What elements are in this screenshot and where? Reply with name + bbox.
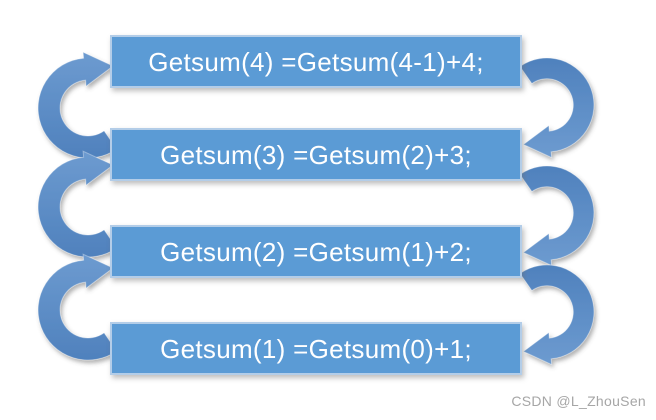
recursion-box-2-label: Getsum(3) =Getsum(2)+3;: [160, 139, 472, 170]
circular-arrow-left-icon: [37, 253, 118, 361]
recursion-box-3-label: Getsum(2) =Getsum(1)+2;: [160, 236, 472, 267]
circular-arrow-left-icon: [37, 51, 118, 159]
recursion-box-1-label: Getsum(4) =Getsum(4-1)+4;: [148, 46, 484, 77]
recursion-box-1: Getsum(4) =Getsum(4-1)+4;: [110, 35, 522, 88]
recursion-box-3: Getsum(2) =Getsum(1)+2;: [110, 225, 522, 278]
circular-arrow-left-icon: [37, 150, 118, 258]
circular-arrow-right-icon: [519, 57, 595, 158]
watermark: CSDN @L_ZhouSen: [511, 393, 646, 409]
circular-arrow-right-icon: [519, 165, 595, 266]
circular-arrow-right-icon: [519, 264, 595, 365]
recursion-box-4-label: Getsum(1) =Getsum(0)+1;: [160, 333, 472, 364]
recursion-box-2: Getsum(3) =Getsum(2)+3;: [110, 128, 522, 181]
recursion-box-4: Getsum(1) =Getsum(0)+1;: [110, 322, 522, 375]
